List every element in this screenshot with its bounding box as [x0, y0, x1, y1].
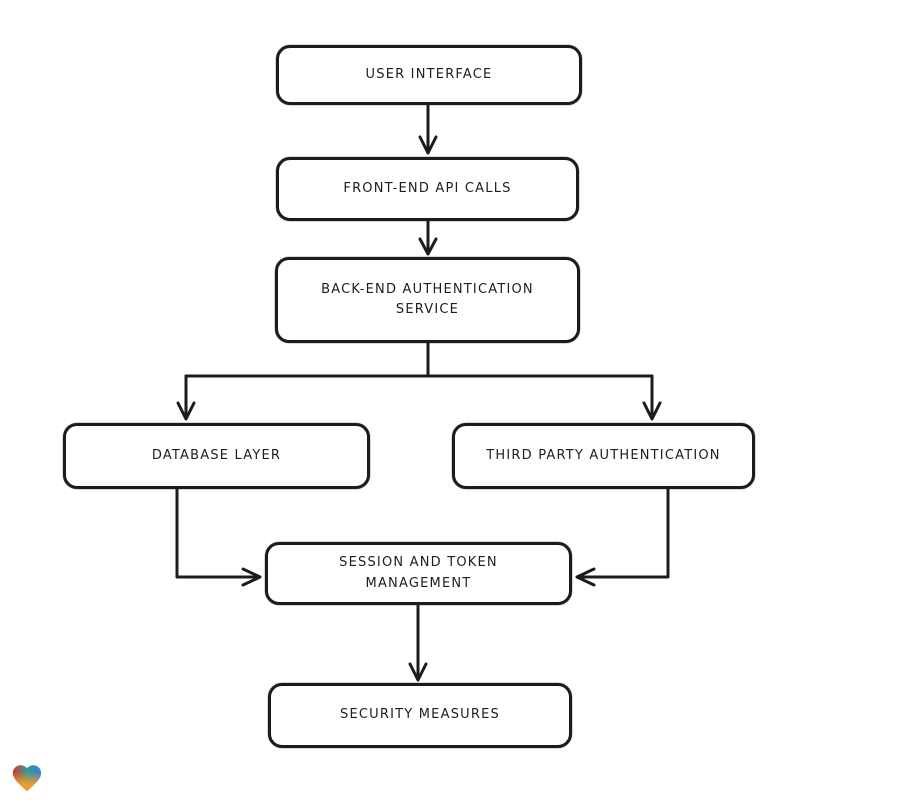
- node-front-end-api-calls[interactable]: FRONT-END API CALLS: [276, 157, 579, 221]
- edge-thirdparty-to-session: [577, 487, 670, 579]
- node-user-interface[interactable]: USER INTERFACE: [276, 45, 582, 105]
- node-back-end-authentication-service[interactable]: BACK-END AUTHENTICATION SERVICE: [275, 257, 580, 343]
- arrowhead-down-3: [176, 401, 196, 421]
- node-label: FRONT-END API CALLS: [343, 180, 512, 196]
- edge-database-to-session: [175, 487, 260, 579]
- arrowhead-down-2: [418, 237, 438, 256]
- node-label: DATABASE LAYER: [151, 447, 282, 463]
- node-label: SESSION AND TOKEN MANAGEMENT: [339, 555, 498, 591]
- brand-logo[interactable]: [10, 761, 44, 795]
- node-third-party-authentication[interactable]: THIRD PARTY AUTHENTICATION: [452, 423, 755, 489]
- heart-icon: [12, 765, 42, 792]
- arrowhead-down-5: [408, 662, 428, 682]
- node-label: THIRD PARTY AUTHENTICATION: [486, 447, 721, 463]
- node-security-measures[interactable]: SECURITY MEASURES: [268, 683, 572, 748]
- node-label: SECURITY MEASURES: [340, 707, 500, 723]
- arrowhead-down-1: [418, 135, 438, 155]
- arrowhead-down-4: [642, 401, 662, 421]
- arrowhead-left-1: [575, 567, 596, 587]
- node-label: BACK-END AUTHENTICATION SERVICE: [321, 281, 534, 317]
- arrowhead-right-1: [241, 567, 262, 587]
- node-session-and-token-management[interactable]: SESSION AND TOKEN MANAGEMENT: [265, 542, 572, 605]
- node-label: USER INTERFACE: [365, 66, 493, 82]
- node-database-layer[interactable]: DATABASE LAYER: [63, 423, 370, 489]
